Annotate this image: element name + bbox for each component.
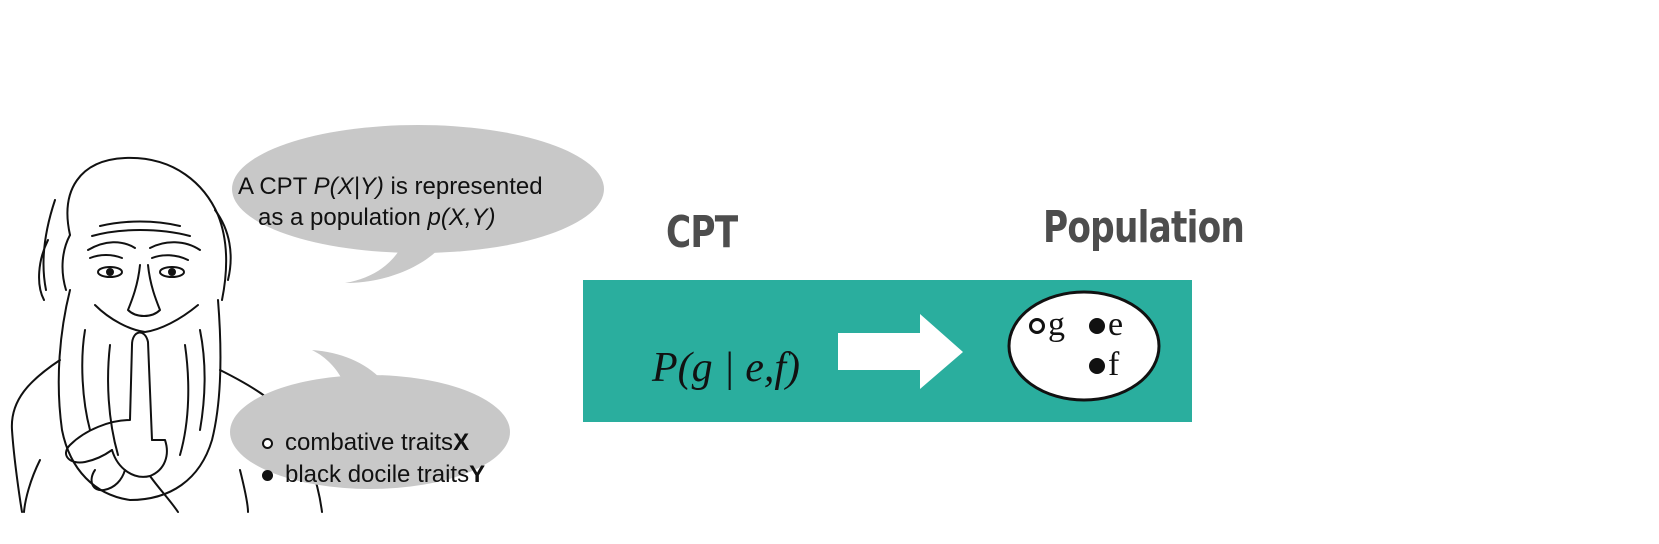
legend-item-combative: combative traits X bbox=[262, 427, 562, 459]
member-f-filled-dot bbox=[1089, 358, 1105, 374]
open-circle-icon bbox=[262, 437, 273, 449]
legend-variable-x: X bbox=[453, 429, 470, 456]
population-ellipse bbox=[1007, 290, 1161, 402]
quote-line-2: as a population p(X,Y) bbox=[238, 202, 638, 233]
speech-bubble-top bbox=[232, 125, 604, 283]
cpt-population-quote: A CPT P(X|Y) is represented as a populat… bbox=[238, 171, 638, 233]
filled-circle-icon bbox=[262, 469, 273, 481]
cpt-formula: P(g | e,f) bbox=[652, 345, 800, 391]
bearded-man-illustration bbox=[10, 156, 323, 513]
quote-line1-suffix: is represented bbox=[383, 173, 543, 200]
quote-population-expression: p(X,Y) bbox=[427, 204, 496, 231]
member-e-filled-dot bbox=[1089, 318, 1105, 334]
quote-line-1: A CPT P(X|Y) is represented bbox=[238, 171, 638, 202]
legend-item-docile: black docile traits Y bbox=[262, 459, 562, 491]
quote-cpt-expression: P(X|Y) bbox=[313, 173, 384, 200]
member-g-open-dot bbox=[1029, 318, 1045, 334]
quote-line1-prefix: A CPT bbox=[238, 173, 314, 200]
trait-legend: combative traits X black docile traits Y bbox=[262, 427, 562, 491]
member-label-g: g bbox=[1048, 306, 1065, 343]
legend-label-docile: black docile traits bbox=[285, 461, 470, 488]
member-label-e: e bbox=[1108, 306, 1124, 343]
member-label-f: f bbox=[1108, 346, 1120, 383]
cpt-heading: CPT bbox=[666, 207, 738, 258]
population-heading: Population bbox=[1043, 202, 1245, 253]
transform-arrow-icon bbox=[838, 314, 963, 389]
speech-bubble-bottom bbox=[230, 350, 510, 489]
quote-line2-prefix: as a population bbox=[258, 204, 428, 231]
legend-label-combative: combative traits bbox=[285, 429, 454, 456]
legend-variable-y: Y bbox=[469, 461, 486, 488]
